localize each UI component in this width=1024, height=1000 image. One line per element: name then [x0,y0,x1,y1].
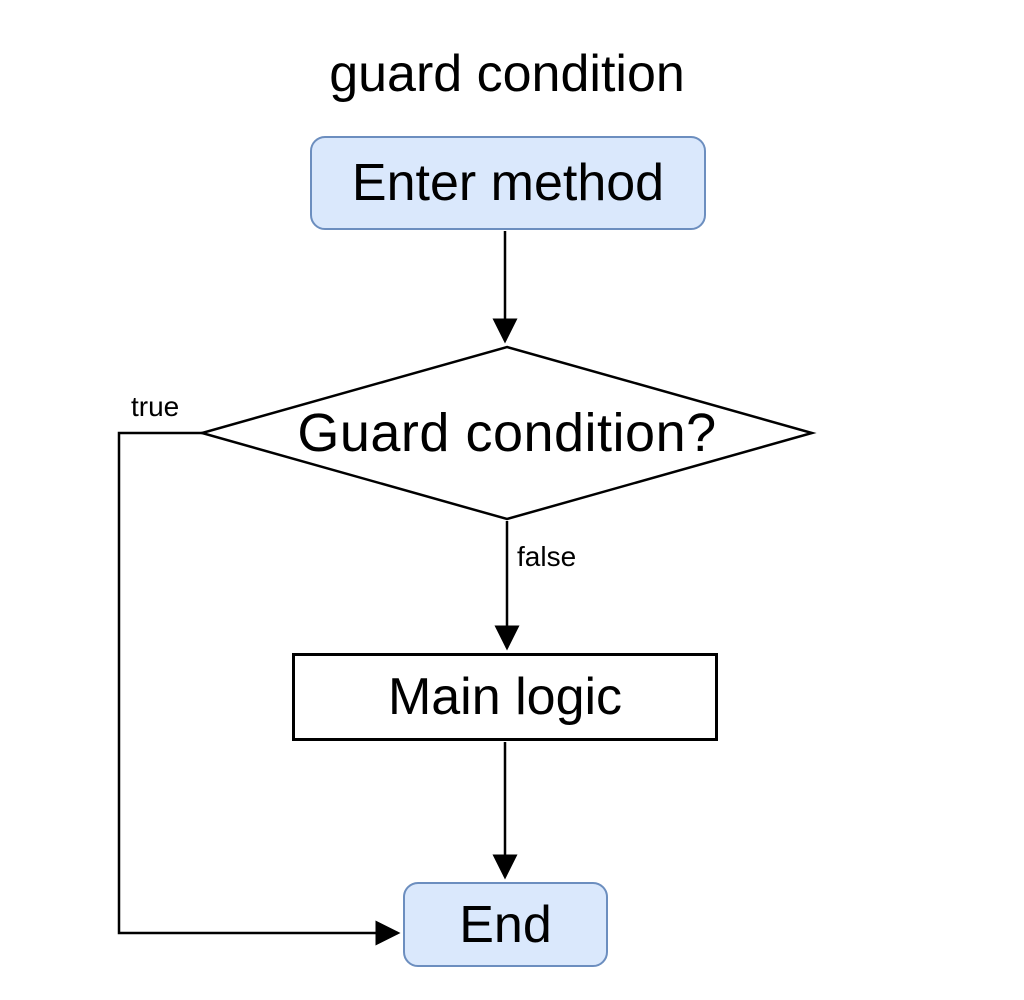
node-main-logic: Main logic [292,653,718,741]
node-end-label: End [459,895,552,954]
node-guard-condition-label: Guard condition? [297,403,717,463]
node-end: End [403,882,608,967]
edge-label-true: true [131,391,180,422]
node-enter-method: Enter method [310,136,706,230]
arrow-guard-to-end-true [117,431,401,946]
node-enter-method-label: Enter method [351,154,665,212]
node-guard-condition: Guard condition? [202,403,812,463]
decision-diamond-shape [197,345,817,521]
diagram-title: guard condition [329,45,685,103]
node-main-logic-label: Main logic [387,668,623,726]
edge-label-false: false [517,541,577,572]
